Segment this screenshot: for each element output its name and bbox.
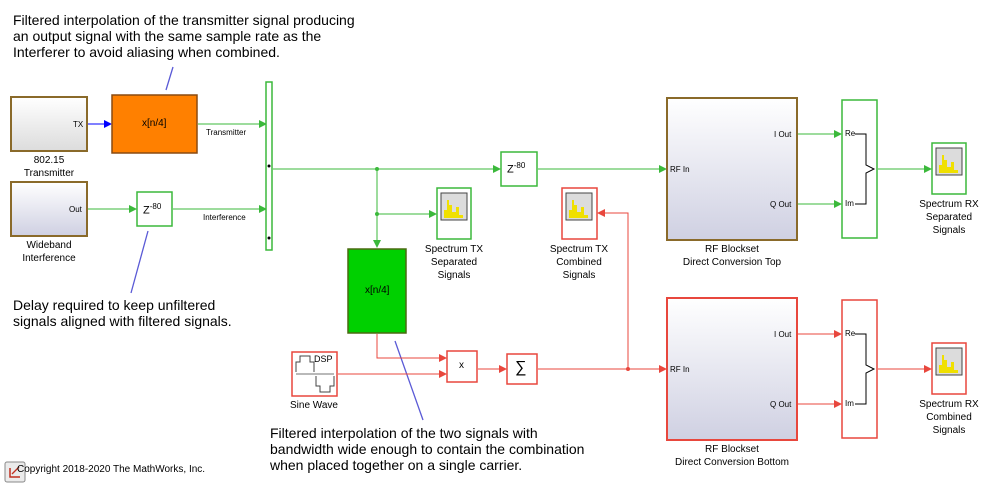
rf-bottom-in-port: RF In	[670, 365, 690, 374]
annotation-line	[130, 230, 149, 294]
interference-label: Wideband Interference	[22, 240, 76, 264]
delay-interference-text: Z-80	[143, 202, 162, 217]
rf-top-in-port: RF In	[670, 165, 690, 174]
wideband-interference-block[interactable]	[10, 181, 88, 237]
interference-port-label: Out	[69, 205, 82, 214]
signal-line	[376, 334, 447, 362]
ri-bottom-im-port: Im	[845, 399, 854, 408]
rf-top-i-out-port: I Out	[774, 130, 792, 139]
product-block[interactable]	[446, 350, 478, 383]
delay-top-text: Z-80	[507, 161, 526, 176]
sum-text: ∑	[515, 359, 527, 376]
ri-to-complex-top[interactable]	[841, 99, 878, 239]
interpolation-tx-block[interactable]	[111, 94, 198, 154]
spectrum-rx-combined-label: Spectrum RX Combined Signals	[919, 399, 979, 436]
annotation-line	[394, 340, 424, 421]
signal-label-transmitter: Transmitter	[206, 128, 247, 137]
signal-label-interference: Interference	[203, 213, 246, 222]
transmitter-port-label: TX	[73, 120, 84, 129]
transmitter-label: 802.15 Transmitter	[23, 155, 75, 179]
interp-tx-text: x[n/4]	[142, 118, 167, 129]
spectrum-rx-combined-scope[interactable]	[931, 342, 967, 395]
signal-line	[597, 209, 629, 369]
tx-filter-note: Filtered interpolation of the transmitte…	[13, 12, 355, 60]
transmitter-block[interactable]	[10, 96, 88, 152]
combined-filter-note: Filtered interpolation of the two signal…	[270, 425, 585, 473]
rf-top-q-out-port: Q Out	[770, 200, 792, 209]
ri-bottom-re-port: Re	[845, 329, 856, 338]
spectrum-tx-separated-label: Spectrum TX Separated Signals	[424, 244, 484, 281]
annotation-line	[165, 66, 174, 91]
ri-top-re-port: Re	[845, 129, 856, 138]
interp-combined-text: x[n/4]	[365, 285, 390, 296]
ri-to-complex-bottom[interactable]	[841, 299, 878, 439]
ri-top-im-port: Im	[845, 199, 854, 208]
spectrum-rx-separated-label: Spectrum RX Separated Signals	[919, 199, 979, 236]
delay-top-block[interactable]	[500, 151, 538, 187]
product-text: x	[459, 360, 464, 371]
rf-top-label: RF Blockset Direct Conversion Top	[682, 244, 782, 268]
sine-wave-block[interactable]	[291, 351, 338, 397]
rf-blockset-bottom[interactable]	[666, 297, 798, 441]
spectrum-tx-separated-scope[interactable]	[436, 187, 472, 240]
delay-interference-block[interactable]	[136, 191, 173, 227]
spectrum-tx-combined-scope[interactable]	[561, 187, 598, 240]
sum-block[interactable]	[506, 353, 538, 385]
spectrum-rx-separated-scope[interactable]	[931, 142, 967, 195]
sine-wave-label: Sine Wave	[290, 400, 338, 411]
rf-bottom-label: RF Blockset Direct Conversion Bottom	[675, 444, 789, 468]
interpolation-combined-block[interactable]	[347, 248, 407, 334]
sine-dsp-tag: DSP	[314, 354, 333, 364]
simulink-badge-icon[interactable]	[4, 461, 26, 483]
spectrum-tx-combined-label: Spectrum TX Combined Signals	[549, 244, 609, 281]
rf-bottom-i-out-port: I Out	[774, 330, 792, 339]
rf-bottom-q-out-port: Q Out	[770, 400, 792, 409]
delay-note: Delay required to keep unfiltered signal…	[13, 297, 232, 329]
rf-blockset-top[interactable]	[666, 97, 798, 241]
copyright-text: Copyright 2018-2020 The MathWorks, Inc.	[17, 464, 206, 475]
